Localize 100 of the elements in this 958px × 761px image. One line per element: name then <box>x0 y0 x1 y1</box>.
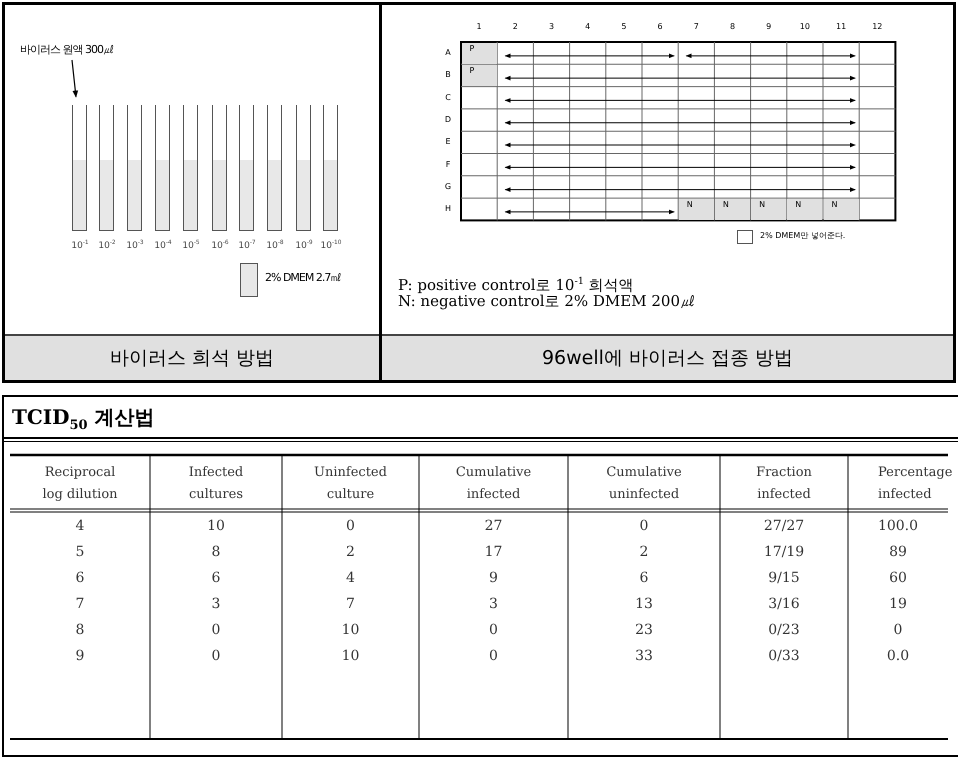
table-value: 3 <box>488 595 499 614</box>
table-value: 4 <box>345 569 356 588</box>
table-value: 100.0 <box>876 517 920 536</box>
shaded-well: N <box>714 198 750 220</box>
table-value: 0 <box>488 647 499 666</box>
table-value: 3/16 <box>767 595 801 614</box>
column-number: 3 <box>548 22 556 31</box>
table-value: 9 <box>74 647 86 666</box>
table-value: 13 <box>634 595 654 614</box>
dilution-label: 10$^{-10}$ <box>320 240 342 251</box>
table-value: 17 <box>484 543 504 562</box>
column-number: 12 <box>871 22 884 31</box>
test-tube <box>296 105 311 231</box>
shaded-well: N <box>678 198 714 220</box>
row-letter: H <box>444 204 452 214</box>
column-number: 9 <box>765 22 772 31</box>
shaded-well: N <box>787 198 822 220</box>
table-value: 5 <box>74 543 86 562</box>
test-tube <box>99 105 114 231</box>
table-value: 0 <box>210 621 222 640</box>
table-value: 0/23 <box>767 621 801 640</box>
table-value: 10 <box>340 621 360 640</box>
table-value: 0/33 <box>767 647 801 666</box>
column-header: Uninfected culture <box>313 464 388 504</box>
table-value: 0 <box>892 621 904 640</box>
table-value: 7 <box>345 595 356 614</box>
table-value: 9/15 <box>767 569 801 588</box>
table-value: 0 <box>638 517 650 536</box>
leader-text: 바이러스 원액 300㎕ <box>20 40 190 60</box>
shaded-well: N <box>751 198 786 220</box>
table-value: 8 <box>74 621 86 640</box>
table-value: 8 <box>210 543 222 562</box>
row-letter: E <box>444 137 452 146</box>
dilution-label: 10$^{-6}$ <box>210 240 230 251</box>
table-value: 9 <box>488 569 499 588</box>
shaded-well: P <box>462 42 497 64</box>
table-value: 2 <box>345 543 356 562</box>
column-number: 6 <box>656 22 664 31</box>
table-value: 89 <box>888 543 908 562</box>
column-number: 11 <box>835 22 848 31</box>
row-letter: B <box>444 70 452 80</box>
test-tube <box>183 105 198 231</box>
column-header: Fraction infected <box>755 464 813 504</box>
shaded-well: P <box>462 64 497 86</box>
note-text: N: negative control로 2% DMEM 200㎕ <box>398 292 695 311</box>
table-value: 17/19 <box>762 543 806 562</box>
note-text: P: positive control로 10$^{-1}$ 희석액 <box>398 275 634 294</box>
column-number: 5 <box>620 22 628 31</box>
table-value: 0.0 <box>886 647 910 666</box>
column-number: 4 <box>584 22 592 31</box>
table-value: 33 <box>634 647 654 666</box>
dilution-label: 10$^{-4}$ <box>153 240 173 251</box>
table-value: 0 <box>210 647 222 666</box>
table-value: 7 <box>74 595 86 614</box>
dilution-label: 10$^{-9}$ <box>294 240 314 251</box>
table-value: 4 <box>74 517 86 536</box>
table-value: 23 <box>634 621 654 640</box>
table-value: 6 <box>210 569 222 588</box>
panel-caption: 바이러스 희석 방법 <box>5 334 379 380</box>
shaded-well: N <box>824 198 859 220</box>
test-tube <box>155 105 170 231</box>
column-header: Reciprocal log dilution <box>41 464 119 504</box>
row-letter: C <box>444 92 452 102</box>
table-value: 27 <box>484 517 504 536</box>
table-value: 6 <box>638 569 650 588</box>
table-value: 10 <box>340 647 360 666</box>
table-value: 60 <box>888 569 908 588</box>
panel-caption: 96well에 바이러스 접종 방법 <box>382 334 953 380</box>
dilution-label: 10$^{-7}$ <box>237 240 257 251</box>
dilution-label: 10$^{-5}$ <box>181 240 201 251</box>
table-value: 0 <box>488 621 499 640</box>
table-value: 27/27 <box>762 517 806 536</box>
table-value: 19 <box>888 595 908 614</box>
row-letter: G <box>444 182 452 191</box>
legend-text: 2% DMEM만 넣어준다. <box>760 230 846 241</box>
row-letter: D <box>444 114 452 124</box>
table-value: 10 <box>206 517 226 536</box>
column-number: 8 <box>728 22 736 31</box>
column-number: 10 <box>798 22 811 31</box>
row-letter: F <box>444 160 452 168</box>
section-heading: TCID$_{50}$ 계산법 <box>12 404 155 433</box>
test-tube <box>127 105 142 231</box>
table-value: 3 <box>210 595 222 614</box>
column-number: 2 <box>512 22 519 31</box>
row-letter: A <box>444 48 452 57</box>
legend-text: 2% DMEM 2.7㎖ <box>265 270 340 285</box>
test-tube <box>239 105 254 231</box>
column-header: Infected cultures <box>188 464 244 504</box>
table-value: 6 <box>74 569 86 588</box>
test-tube <box>72 105 87 231</box>
column-header: Cumulative infected <box>454 464 532 504</box>
table-value: 2 <box>638 543 650 562</box>
column-number: 1 <box>476 22 483 31</box>
dilution-label: 10$^{-1}$ <box>70 240 90 251</box>
column-header: Cumulative uninfected <box>605 464 683 504</box>
test-tube <box>267 105 282 231</box>
dilution-label: 10$^{-2}$ <box>97 240 117 251</box>
test-tube <box>323 105 338 231</box>
table-value: 0 <box>345 517 356 536</box>
test-tube <box>212 105 227 231</box>
